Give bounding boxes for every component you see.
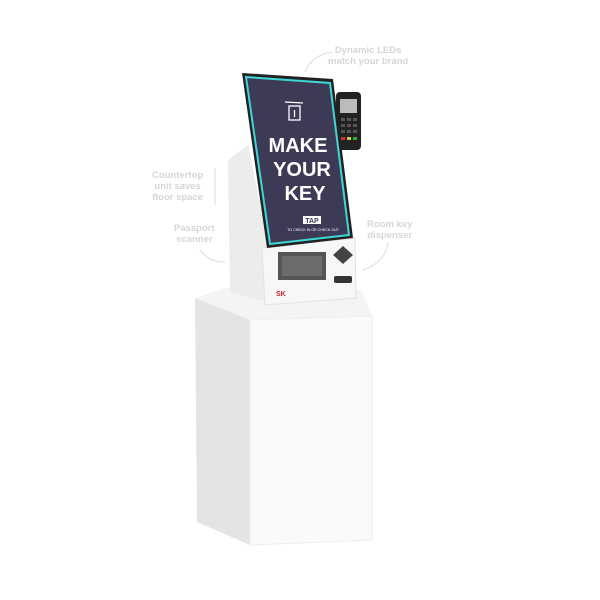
tap-subtext: TO CHECK IN OR CHECK OUT: [287, 228, 339, 232]
callout-line: Dynamic LEDs: [334, 45, 402, 56]
callout-line: floor space: [152, 192, 203, 203]
callout-line: match your brand: [328, 56, 409, 67]
callout-passport-scanner: Passport scanner: [174, 223, 215, 245]
callout-arrows: [199, 51, 389, 271]
headline-line-1: MAKE: [269, 135, 328, 157]
callout-room-key-dispenser: Room key dispenser: [367, 219, 412, 241]
room-key-dispenser-slot: [334, 276, 352, 283]
callout-line: dispenser: [367, 230, 413, 241]
tap-label: TAP: [305, 218, 319, 225]
callout-line: Countertop: [152, 170, 204, 181]
callout-line: scanner: [176, 234, 213, 245]
headline-line-3: KEY: [284, 183, 326, 205]
callout-line: Passport: [174, 223, 215, 234]
callout-line: Room key: [367, 219, 413, 230]
headline-line-2: YOUR: [273, 159, 331, 181]
key-reader-icon: [333, 246, 353, 264]
key-card-icon: [284, 101, 304, 121]
callout-dynamic-leds: Dynamic LEDs match your brand: [328, 45, 408, 67]
led-border: [244, 75, 351, 246]
touch-screen[interactable]: MAKE YOUR KEY TAP TO CHECK IN OR CHECK O…: [242, 73, 353, 248]
card-reader: [336, 92, 361, 150]
countertop-housing: SK: [228, 145, 357, 306]
callout-countertop: Countertop unit saves floor space: [152, 170, 203, 203]
tap-button[interactable]: [303, 216, 321, 224]
pedestal: [195, 286, 373, 546]
brand-logo: SK: [276, 291, 286, 298]
callout-line: unit saves: [154, 181, 201, 192]
